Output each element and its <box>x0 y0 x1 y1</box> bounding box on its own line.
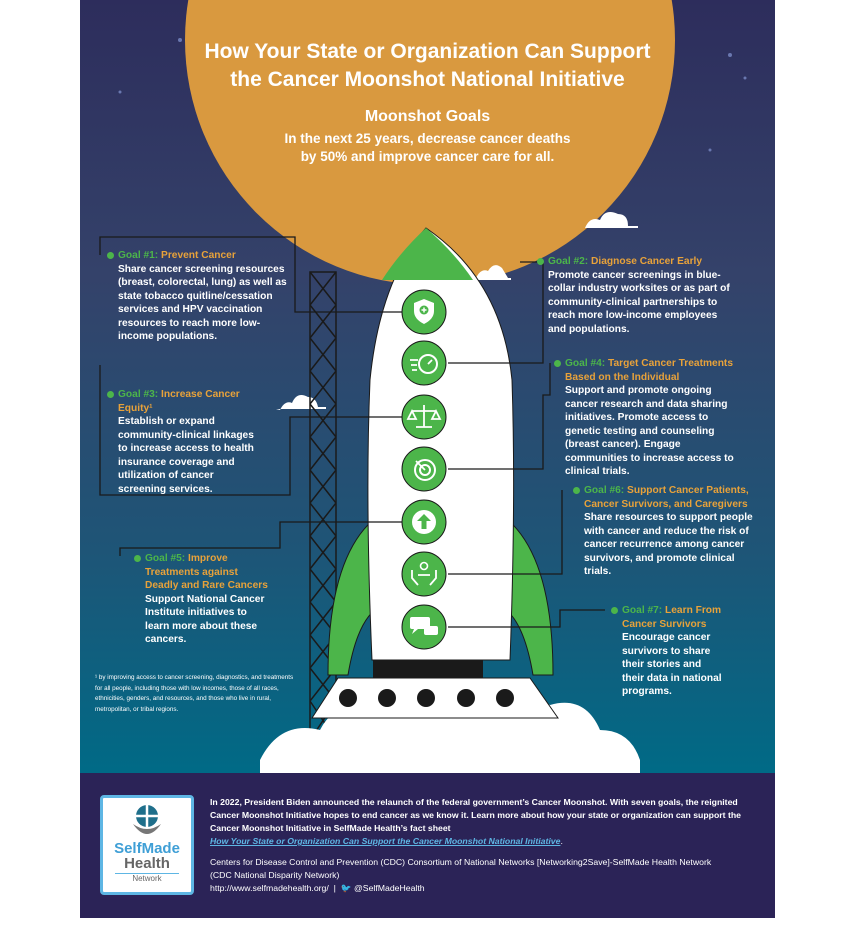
footer-text: In 2022, President Biden announced the r… <box>210 796 760 895</box>
page-title: How Your State or Organization Can Suppo… <box>204 40 651 91</box>
rocket-illustration <box>99 0 747 780</box>
footnote: ¹ by improving access to cancer screenin… <box>95 674 294 713</box>
goal-6: Goal #6: Support Cancer Patients, Cancer… <box>573 484 754 579</box>
footer-paragraph: In 2022, President Biden announced the r… <box>210 797 741 833</box>
scales-icon <box>401 394 447 440</box>
goal-4: Goal #4: Target Cancer Treatments Based … <box>554 357 745 479</box>
arrow-up-icon <box>401 499 447 545</box>
twitter-handle[interactable]: @SelfMadeHealth <box>353 883 425 893</box>
logo-mark-icon <box>133 805 161 834</box>
shield-plus-icon <box>401 289 447 335</box>
moon <box>185 0 675 285</box>
selfmade-health-logo: SelfMade Health Network <box>100 795 194 895</box>
fact-sheet-link[interactable]: How Your State or Organization Can Suppo… <box>210 836 561 846</box>
twitter-icon: 🐦 <box>340 883 352 893</box>
subtitle: Moonshot Goals <box>364 108 491 125</box>
stopwatch-icon <box>401 340 447 386</box>
goal-icons <box>401 289 447 650</box>
chat-bubbles-icon <box>401 604 447 650</box>
target-icon <box>401 446 447 492</box>
rocket-body <box>367 227 515 661</box>
website-link[interactable]: http://www.selfmadehealth.org/ <box>210 883 329 893</box>
credit-line-1: Centers for Disease Control and Preventi… <box>210 857 712 867</box>
hands-person-icon <box>401 551 447 597</box>
credit-line-2: (CDC National Disparity Network) <box>210 870 340 880</box>
launch-pad-lights <box>339 689 514 707</box>
footer: SelfMade Health Network In 2022, Preside… <box>80 773 775 918</box>
goal-5: Goal #5: Improve Treatments against Dead… <box>134 552 270 647</box>
rocket-nose <box>382 228 473 280</box>
infographic: How Your State or Organization Can Suppo… <box>80 0 775 918</box>
connector-lines <box>99 236 605 628</box>
moonshot-goal-statement: In the next 25 years, decrease cancer de… <box>284 131 571 164</box>
stars <box>118 38 747 152</box>
